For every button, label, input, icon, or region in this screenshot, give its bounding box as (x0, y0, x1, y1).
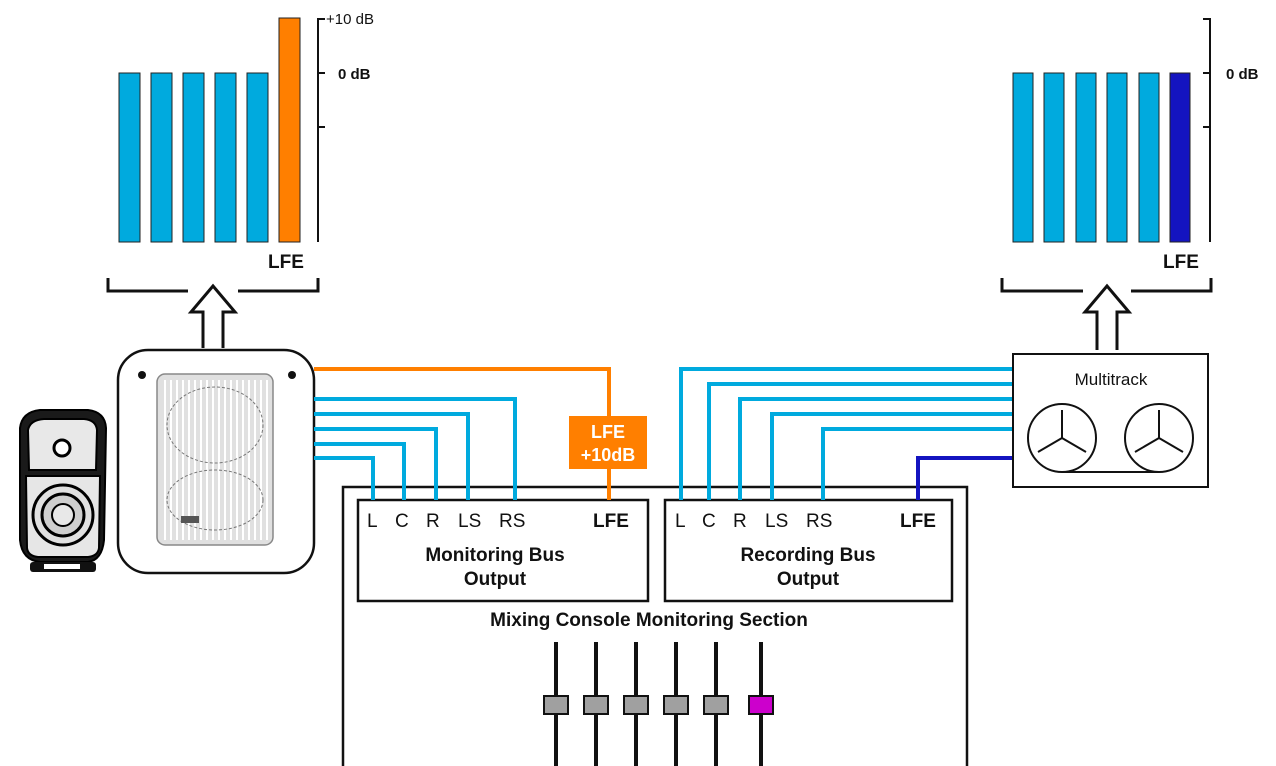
wire-mon-R (314, 427, 438, 500)
console-title: Mixing Console Monitoring Section (490, 610, 808, 631)
left-level-meter: +10 dB 0 dB LFE (106, 11, 374, 348)
mon-ch-L: L (367, 511, 378, 532)
left-meter-bar-4 (214, 72, 237, 243)
wire-mon-RS (314, 397, 517, 500)
rec-ch-C: C (702, 511, 716, 532)
recording-bus-title-2: Output (777, 569, 840, 590)
right-meter-bracket (1000, 278, 1213, 293)
mixing-console: L C R LS RS LFE Monitoring Bus Output L … (341, 485, 969, 766)
wire-mon-L (314, 456, 375, 500)
left-meter-bracket (106, 278, 320, 293)
mon-ch-RS: RS (499, 511, 525, 532)
left-meter-bar-lfe (278, 17, 301, 243)
multitrack-title: Multitrack (1075, 370, 1148, 389)
fader-knob-2[interactable] (583, 695, 609, 715)
studio-monitor-speaker-icon (19, 409, 108, 572)
left-meter-bar-3 (182, 72, 205, 243)
fader-knob-5[interactable] (703, 695, 729, 715)
subwoofer-icon (116, 348, 316, 575)
right-meter-bar-3 (1075, 72, 1097, 243)
right-level-meter: 0 dB LFE (1000, 18, 1259, 350)
mon-ch-LFE: LFE (593, 511, 629, 532)
rec-ch-RS: RS (806, 511, 832, 532)
right-meter-bar-4 (1106, 72, 1128, 243)
left-meter-bar-1 (118, 72, 141, 243)
left-meter-bar-5 (246, 72, 269, 243)
right-up-arrow-icon (1081, 283, 1133, 350)
wire-mon-LFE (314, 367, 611, 500)
wire-rec-R (738, 397, 1013, 500)
right-meter-bar-2 (1043, 72, 1065, 243)
wire-rec-C (707, 382, 1013, 500)
left-scale-0db-label: 0 dB (338, 66, 371, 83)
monitoring-bus-title-1: Monitoring Bus (425, 545, 564, 566)
wire-rec-L (679, 367, 1013, 500)
monitoring-bus-output-box (356, 498, 650, 603)
right-meter-bar-5 (1138, 72, 1160, 243)
left-up-arrow-icon (187, 283, 239, 348)
lfe-gain-badge: LFE +10dB (569, 416, 647, 469)
right-meter-lfe-label: LFE (1163, 252, 1199, 273)
right-meter-bar-1 (1012, 72, 1034, 243)
wire-mon-C (314, 442, 406, 500)
recording-bus-output-box (663, 498, 954, 603)
monitoring-bus-title-2: Output (464, 569, 527, 590)
wire-rec-LFE (916, 456, 1013, 500)
fader-knob-4[interactable] (663, 695, 689, 715)
mon-ch-C: C (395, 511, 409, 532)
rec-ch-LS: LS (765, 511, 788, 532)
fader-knob-1[interactable] (543, 695, 569, 715)
rec-ch-L: L (675, 511, 686, 532)
rec-ch-R: R (733, 511, 747, 532)
mon-ch-R: R (426, 511, 440, 532)
tape-reel-icon (1027, 403, 1194, 473)
lfe-badge-line2: +10dB (581, 445, 636, 465)
mon-ch-LS: LS (458, 511, 481, 532)
lfe-badge-line1: LFE (591, 422, 625, 442)
wire-rec-LS (770, 412, 1013, 500)
recording-wires (679, 367, 1013, 500)
right-meter-bar-lfe (1169, 72, 1191, 243)
fader-knob-3[interactable] (623, 695, 649, 715)
wire-mon-LS (314, 412, 470, 500)
recording-bus-title-1: Recording Bus (740, 545, 875, 566)
multitrack-recorder: Multitrack (1012, 353, 1209, 488)
right-scale-0db-label: 0 dB (1226, 66, 1259, 83)
left-meter-lfe-label: LFE (268, 252, 304, 273)
left-meter-bar-2 (150, 72, 173, 243)
fader-knob-lfe[interactable] (748, 695, 774, 715)
monitoring-wires (314, 367, 611, 500)
rec-ch-LFE: LFE (900, 511, 936, 532)
left-scale-plus10-label: +10 dB (326, 11, 374, 28)
wire-rec-RS (821, 427, 1013, 500)
